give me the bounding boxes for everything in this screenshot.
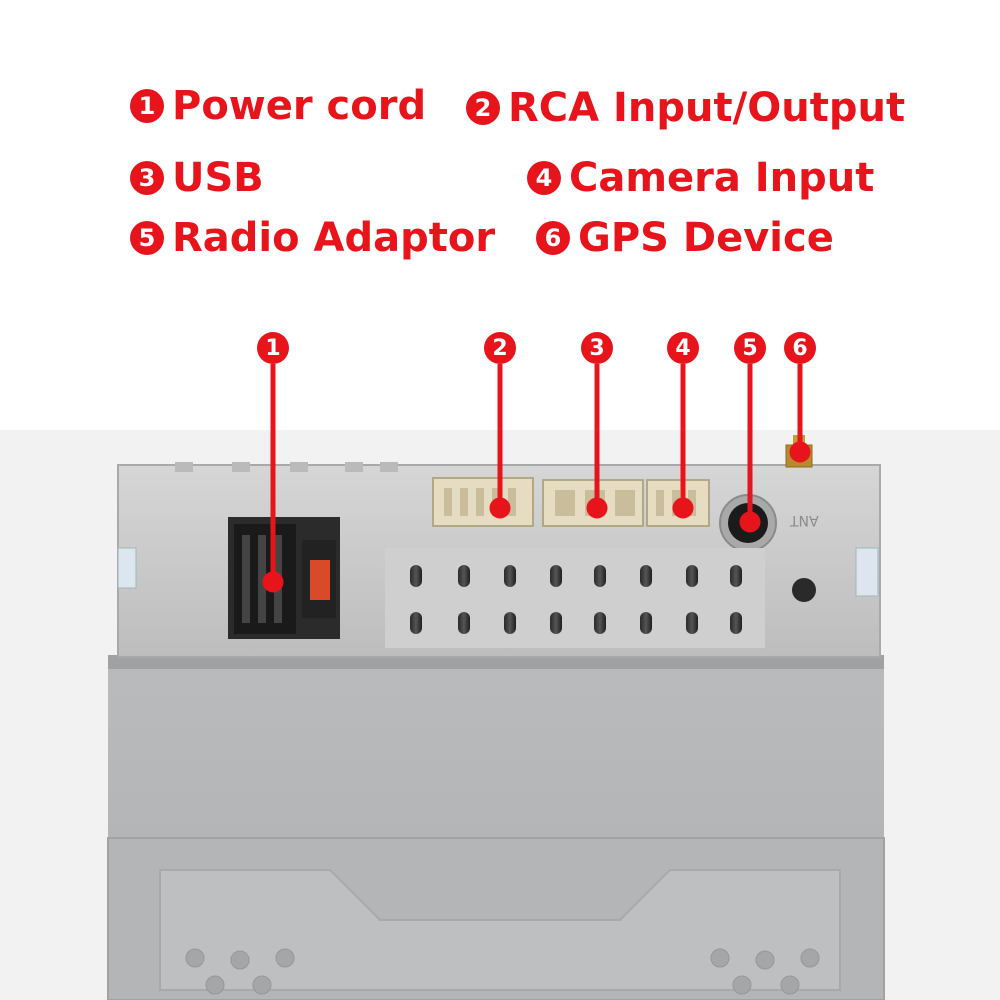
side-sticker-left	[117, 547, 137, 589]
legend-label-gps: GPS Device	[578, 215, 834, 261]
legend-label-camera: Camera Input	[569, 155, 875, 201]
legend-number-2: 2	[466, 91, 500, 125]
callout-4: 4	[667, 332, 699, 364]
legend-number-4: 4	[527, 161, 561, 195]
legend-label-usb: USB	[172, 155, 264, 201]
legend-radio: 5 Radio Adaptor	[130, 218, 495, 258]
vent-area	[385, 548, 765, 648]
callout-2: 2	[484, 332, 516, 364]
callout-lines	[262, 364, 811, 593]
legend-number-3: 3	[130, 161, 164, 195]
legend-rca: 2 RCA Input/Output	[466, 88, 905, 128]
legend-label-radio: Radio Adaptor	[172, 215, 496, 261]
callout-3: 3	[581, 332, 613, 364]
legend-camera: 4 Camera Input	[527, 158, 874, 198]
legend-gps: 6 GPS Device	[536, 218, 834, 258]
legend-number-6: 6	[536, 221, 570, 255]
body-top-edge	[108, 655, 884, 669]
legend-number-1: 1	[130, 89, 164, 123]
legend-label-power-cord: Power cord	[172, 83, 427, 129]
callout-6: 6	[784, 332, 816, 364]
ant-marking: ANT	[790, 512, 819, 528]
plate-holes	[185, 948, 820, 995]
vent-slots	[410, 565, 742, 634]
plate-emboss	[159, 869, 841, 991]
legend-label-rca: RCA Input/Output	[508, 85, 906, 131]
fuse	[310, 560, 330, 600]
side-sticker-right	[855, 547, 879, 597]
callout-5: 5	[734, 332, 766, 364]
panel-notches	[175, 462, 398, 472]
legend-number-5: 5	[130, 221, 164, 255]
mount-hole	[792, 578, 816, 602]
legend-power-cord: 1 Power cord	[130, 86, 426, 126]
callout-1: 1	[257, 332, 289, 364]
legend-usb: 3 USB	[130, 158, 264, 198]
